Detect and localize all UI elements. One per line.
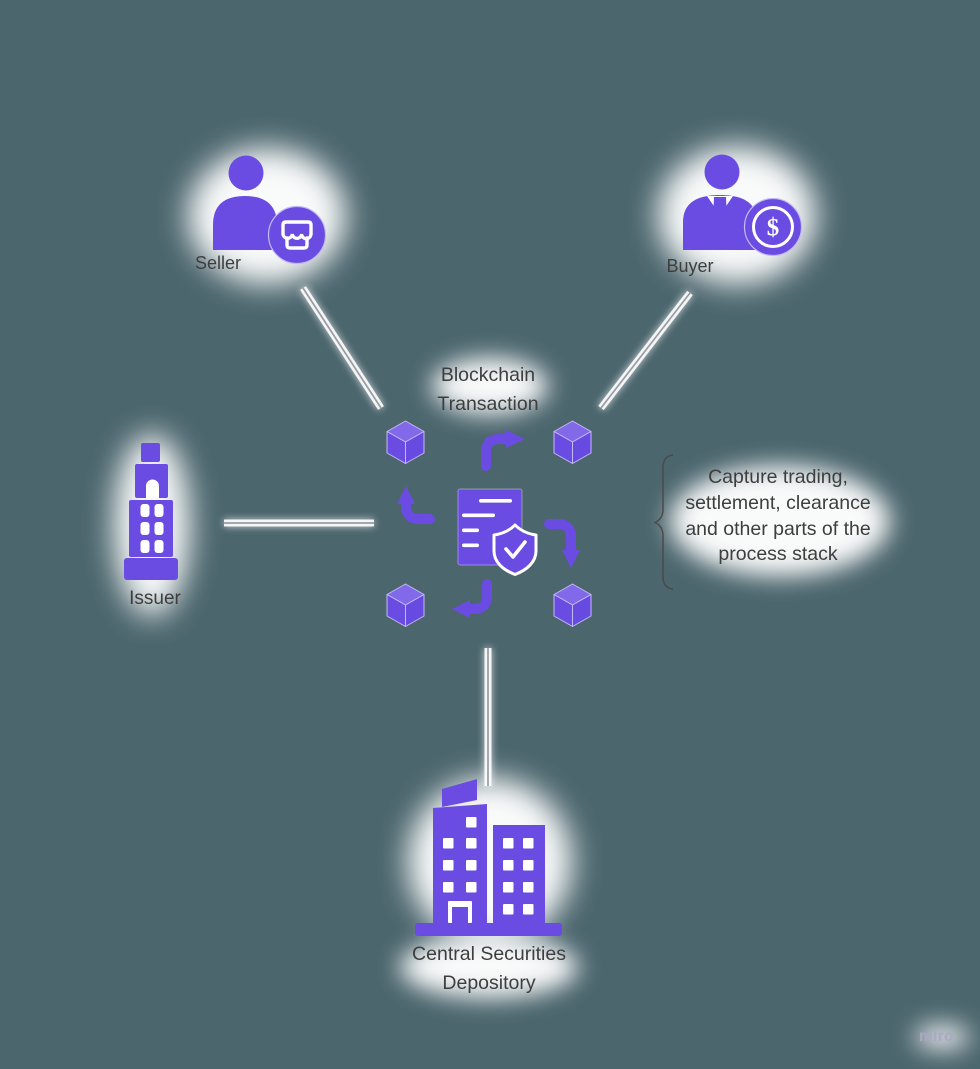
seller-to-center-line: [300, 286, 384, 410]
flag: [442, 779, 477, 807]
curved-arrow-top-icon: [481, 430, 525, 471]
cube-icon: [553, 583, 592, 627]
cycle-arrows: [397, 430, 580, 618]
issuer-label: Issuer: [129, 588, 181, 609]
issuer-tower-building-icon: [124, 443, 178, 580]
shield-check-icon: [492, 523, 538, 576]
buyer-to-center-line: [598, 290, 693, 411]
center-label-line1: Blockchain: [440, 364, 536, 386]
dollar-sign: $: [767, 215, 780, 242]
cube-icon: [386, 583, 425, 627]
cube-icon: [386, 420, 425, 464]
miro-watermark: miro: [919, 1028, 954, 1045]
storefront-badge-icon: [267, 205, 327, 265]
csd-label-halo: [400, 936, 578, 998]
annotation-halo: [670, 466, 890, 576]
annotation-text: Capture trading, settlement, clearance a…: [658, 465, 898, 568]
seller-person-icon: [213, 155, 327, 265]
curved-arrow-right-icon: [544, 519, 580, 568]
center-label: Blockchain Transaction: [408, 361, 568, 418]
buyer-label: Buyer: [666, 256, 714, 276]
csd-label: Central Securities Depository: [399, 940, 579, 998]
annotation-line2: settlement, clearance: [685, 491, 871, 514]
buyer-person-icon: $: [683, 154, 803, 257]
center-label-halo: [432, 358, 548, 414]
csd-buildings-icon: [415, 779, 562, 936]
csd-label-line2: Depository: [442, 972, 536, 994]
connector-lines: [224, 286, 693, 786]
csd-label-line1: Central Securities: [412, 943, 566, 965]
seller-label: Seller: [194, 253, 242, 273]
annotation-line1: Capture trading,: [708, 466, 848, 488]
dollar-badge-icon: $: [743, 197, 803, 257]
blockchain-cubes: [386, 420, 592, 627]
cube-icon: [553, 420, 592, 464]
watermark-halo: [914, 1024, 970, 1050]
center-label-line2: Transaction: [437, 392, 539, 415]
curved-arrow-left-icon: [397, 486, 435, 524]
annotation-line4: process stack: [718, 543, 838, 566]
curly-brace: [653, 454, 674, 590]
annotation-line3: and other parts of the: [685, 517, 871, 540]
curved-arrow-bottom-icon: [452, 579, 492, 618]
